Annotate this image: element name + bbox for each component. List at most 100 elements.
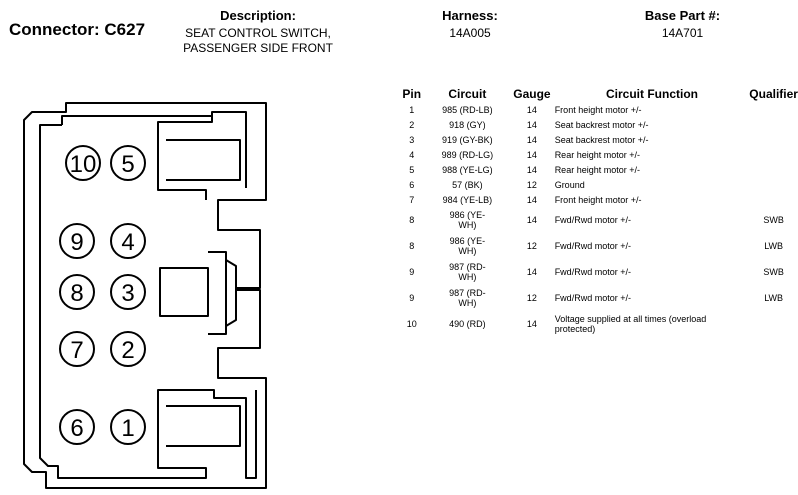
cell-qualifier bbox=[749, 311, 798, 337]
cell-gauge: 14 bbox=[526, 267, 537, 277]
cell-function: Rear height motor +/- bbox=[554, 164, 640, 175]
cell-qualifier bbox=[749, 192, 798, 207]
pinout-table: Pin Circuit Gauge Circuit Function Quali… bbox=[398, 85, 798, 337]
cell-circuit: 490 (RD) bbox=[449, 319, 486, 329]
cell-function-line-1: Voltage supplied at all times (overload bbox=[554, 314, 707, 324]
cell-gauge: 14 bbox=[526, 119, 537, 130]
header-circuit-function: Circuit Function bbox=[605, 86, 698, 101]
cell-circuit-line-1: 987 (RD- bbox=[449, 288, 486, 298]
cell-gauge: 14 bbox=[526, 194, 537, 205]
cell-circuit: 989 (RD-LG) bbox=[441, 149, 494, 160]
cell-gauge: 14 bbox=[526, 319, 537, 329]
latch-tab bbox=[208, 251, 227, 335]
cell-gauge: 14 bbox=[526, 215, 537, 225]
table-row: 7 984 (YE-LB) 14 Front height motor +/- bbox=[398, 192, 798, 207]
pin-cavity-1: 1 bbox=[110, 409, 146, 445]
pin-label-5: 5 bbox=[121, 151, 134, 178]
cell-function: Front height motor +/- bbox=[554, 194, 642, 205]
harness-label: Harness: bbox=[442, 8, 498, 23]
pin-cavity-5: 5 bbox=[110, 145, 146, 181]
pin-cavity-7: 7 bbox=[59, 331, 95, 367]
header-qualifier: Qualifier bbox=[749, 86, 798, 101]
cell-qualifier: LWB bbox=[764, 241, 784, 251]
cell-function: Ground bbox=[554, 179, 585, 190]
cell-pin: 1 bbox=[409, 104, 415, 115]
pin-cavity-3: 3 bbox=[110, 274, 146, 310]
header-circuit: Circuit bbox=[448, 86, 487, 101]
cell-gauge: 14 bbox=[526, 104, 537, 115]
table-row: 8 986 (YE-WH) 14 Fwd/Rwd motor +/- SWB bbox=[398, 207, 798, 233]
cell-function: Fwd/Rwd motor +/- bbox=[554, 293, 631, 303]
cell-pin: 7 bbox=[409, 194, 415, 205]
cell-function-line-2: protected) bbox=[554, 324, 596, 334]
cell-circuit: 984 (YE-LB) bbox=[442, 194, 493, 205]
header-gauge: Gauge bbox=[513, 86, 551, 101]
upper-slot bbox=[166, 139, 241, 181]
cell-gauge: 14 bbox=[526, 164, 537, 175]
cell-circuit: 918 (GY) bbox=[449, 119, 486, 130]
base-part-value: 14A701 bbox=[661, 26, 704, 40]
cell-qualifier bbox=[749, 132, 798, 147]
cell-function: Front height motor +/- bbox=[554, 104, 642, 115]
cell-function: Seat backrest motor +/- bbox=[554, 119, 649, 130]
pin-label-10: 10 bbox=[70, 151, 97, 178]
table-header-row: Pin Circuit Gauge Circuit Function Quali… bbox=[398, 85, 798, 102]
pin-label-9: 9 bbox=[70, 229, 83, 256]
cell-circuit: 57 (BK) bbox=[452, 179, 483, 190]
description-line-2: PASSENGER SIDE FRONT bbox=[183, 41, 333, 55]
cell-pin: 2 bbox=[409, 119, 415, 130]
cell-gauge: 12 bbox=[526, 293, 537, 303]
table-row: 1 985 (RD-LB) 14 Front height motor +/- bbox=[398, 102, 798, 117]
cell-pin: 5 bbox=[409, 164, 415, 175]
connector-face-diagram: 10 5 9 4 8 3 7 2 6 1 bbox=[23, 102, 267, 489]
pin-cavity-2: 2 bbox=[110, 331, 146, 367]
cell-circuit-line-1: 986 (YE- bbox=[449, 236, 486, 246]
base-part-label: Base Part #: bbox=[644, 8, 721, 23]
pin-cavity-8: 8 bbox=[59, 274, 95, 310]
cell-circuit-line-2: WH) bbox=[458, 272, 477, 282]
cell-qualifier bbox=[749, 117, 798, 132]
cell-circuit: 988 (YE-LG) bbox=[442, 164, 493, 175]
pin-label-7: 7 bbox=[70, 337, 83, 364]
cell-function: Fwd/Rwd motor +/- bbox=[554, 241, 631, 251]
cell-qualifier bbox=[749, 147, 798, 162]
pin-cavity-6: 6 bbox=[59, 409, 95, 445]
table-row: 2 918 (GY) 14 Seat backrest motor +/- bbox=[398, 117, 798, 132]
cell-circuit-line-1: 987 (RD- bbox=[449, 262, 486, 272]
latch-ramp bbox=[225, 259, 237, 327]
cell-qualifier: SWB bbox=[763, 267, 784, 277]
pin-label-8: 8 bbox=[70, 280, 83, 307]
connector-outer-shell bbox=[23, 102, 267, 489]
pin-cavity-10: 10 bbox=[65, 145, 101, 181]
cell-gauge: 14 bbox=[526, 134, 537, 145]
cell-circuit-line-2: WH) bbox=[458, 246, 477, 256]
table-row: 8 986 (YE-WH) 12 Fwd/Rwd motor +/- LWB bbox=[398, 233, 798, 259]
cell-pin: 10 bbox=[406, 319, 417, 329]
pin-label-4: 4 bbox=[121, 229, 134, 256]
lower-slot bbox=[166, 405, 241, 447]
cell-function: Seat backrest motor +/- bbox=[554, 134, 649, 145]
cell-circuit: 985 (RD-LB) bbox=[442, 104, 493, 115]
cell-circuit: 987 (RD-WH) bbox=[426, 259, 510, 285]
harness-value: 14A005 bbox=[449, 26, 491, 40]
table-row: 5 988 (YE-LG) 14 Rear height motor +/- bbox=[398, 162, 798, 177]
pin-label-2: 2 bbox=[121, 337, 134, 364]
cell-pin: 3 bbox=[409, 134, 415, 145]
cell-function: Fwd/Rwd motor +/- bbox=[554, 215, 631, 225]
cell-function: Rear height motor +/- bbox=[554, 149, 640, 160]
cell-pin: 9 bbox=[409, 267, 415, 277]
connector-inner-outline bbox=[39, 111, 257, 479]
connector-title: Connector: C627 bbox=[9, 20, 146, 39]
cell-gauge: 14 bbox=[526, 149, 537, 160]
cell-circuit: 986 (YE-WH) bbox=[426, 207, 510, 233]
pin-cavity-9: 9 bbox=[59, 223, 95, 259]
latch-body bbox=[159, 267, 209, 317]
pin-cavity-4: 4 bbox=[110, 223, 146, 259]
table-row: 9 987 (RD-WH) 14 Fwd/Rwd motor +/- SWB bbox=[398, 259, 798, 285]
cell-circuit-line-1: 986 (YE- bbox=[449, 210, 486, 220]
pin-label-3: 3 bbox=[121, 280, 134, 307]
cell-circuit-line-2: WH) bbox=[458, 298, 477, 308]
table-row: 9 987 (RD-WH) 12 Fwd/Rwd motor +/- LWB bbox=[398, 285, 798, 311]
table-row: 3 919 (GY-BK) 14 Seat backrest motor +/- bbox=[398, 132, 798, 147]
